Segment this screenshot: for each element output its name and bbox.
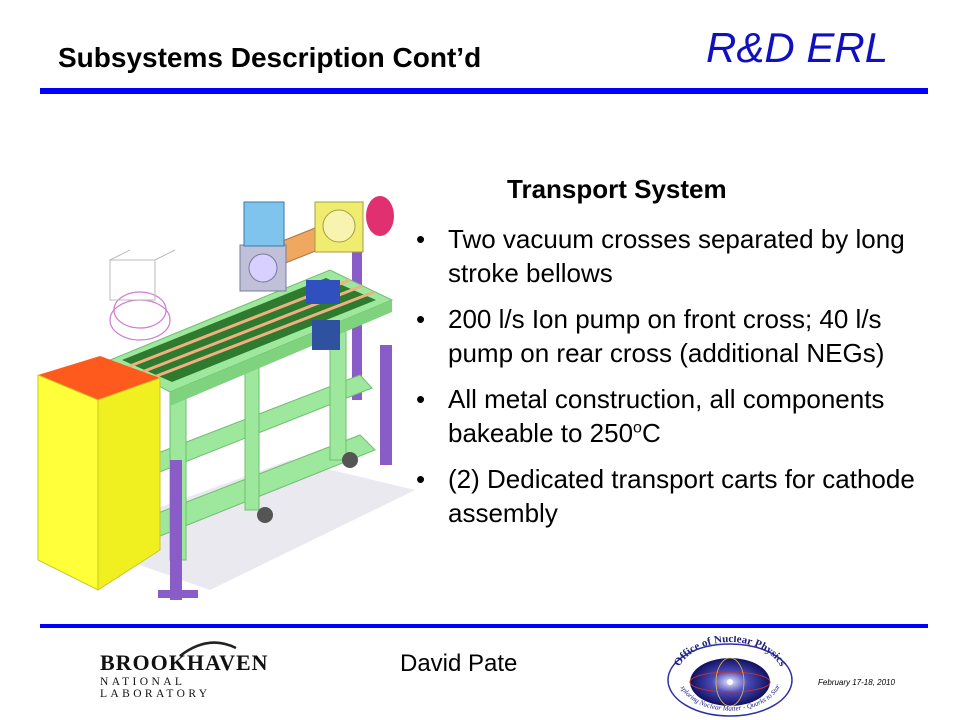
transport-system-illustration	[37, 196, 415, 600]
bullet-item: (2) Dedicated transport carts for cathod…	[410, 462, 930, 530]
header-rule	[40, 88, 928, 94]
presentation-date: February 17-18, 2010	[818, 678, 895, 687]
brookhaven-logo: BROOKHAVEN NATIONAL LABORATORY	[100, 650, 290, 701]
brand-title: R&D ERL	[706, 24, 889, 71]
bullet-text: (2) Dedicated transport carts for cathod…	[448, 464, 915, 528]
lab-logo-name: BROOKHAVEN	[100, 650, 269, 675]
footer-rule	[40, 624, 928, 628]
bullet-text-suffix: C	[641, 418, 661, 448]
presenter-name: David Pate	[400, 650, 518, 677]
bullet-text: 200 l/s Ion pump on front cross; 40 l/s …	[448, 304, 885, 368]
bullet-text: Two vacuum crosses separated by long str…	[448, 224, 905, 288]
brookhaven-swoosh-icon	[179, 641, 237, 657]
slide-title: Subsystems Description Cont’d	[58, 42, 482, 73]
lab-logo-subtitle: NATIONAL LABORATORY	[100, 676, 211, 700]
degree-superscript: o	[633, 419, 642, 437]
bullet-list: Two vacuum crosses separated by long str…	[410, 222, 930, 542]
bullet-item: All metal construction, all components b…	[410, 382, 930, 450]
bullet-item: Two vacuum crosses separated by long str…	[410, 222, 930, 290]
bullet-item: 200 l/s Ion pump on front cross; 40 l/s …	[410, 302, 930, 370]
bullet-text: All metal construction, all components b…	[448, 384, 885, 448]
office-of-nuclear-physics-logo: Office of Nuclear Physics Exploring Nucl…	[662, 636, 793, 717]
section-heading: Transport System	[507, 174, 727, 204]
